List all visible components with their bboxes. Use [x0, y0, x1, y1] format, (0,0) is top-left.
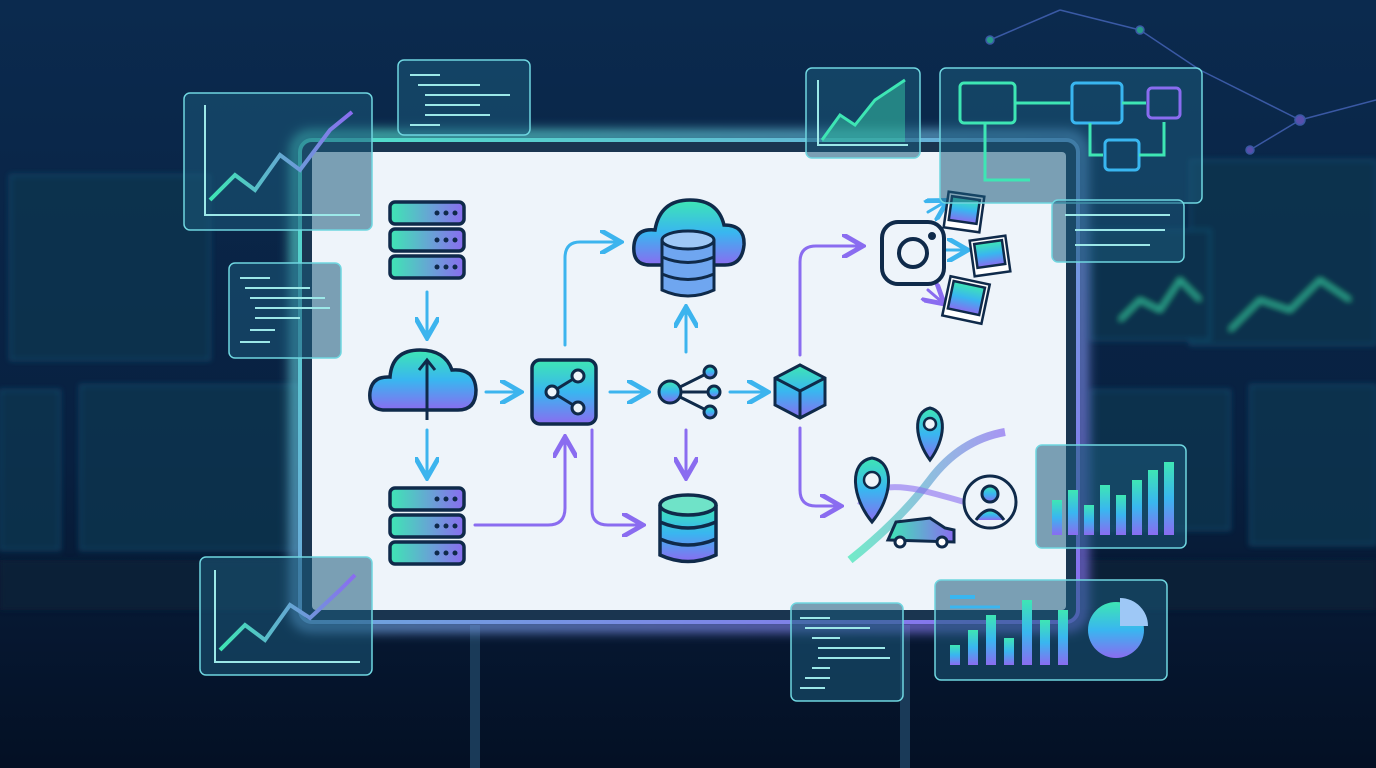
server-stack-icon: [388, 200, 466, 280]
bar-chart-panel: [1035, 444, 1187, 549]
database-icon: [658, 493, 718, 564]
line-chart-panel: [805, 67, 921, 159]
arrow: [590, 428, 640, 525]
board-glow: [291, 131, 1087, 631]
code-snippet-panel: [790, 602, 904, 702]
car-icon: [885, 516, 956, 549]
map-route: [847, 406, 1018, 564]
line-chart-panel: [183, 92, 373, 231]
line-chart-panel: [199, 556, 373, 676]
flow-arrows: [427, 202, 965, 525]
instagram-camera-icon: [880, 220, 946, 286]
map-pin-icon: [854, 456, 890, 525]
board-stand: [470, 625, 480, 768]
arrow: [798, 246, 860, 357]
code-snippet-panel: [228, 262, 342, 359]
code-snippet-panel: [397, 59, 531, 136]
code-snippet-panel: [1051, 199, 1185, 263]
cube-package-icon: [773, 363, 827, 420]
board-stand: [900, 625, 910, 768]
dashboard-panel: [934, 579, 1168, 681]
flowchart-panel: [939, 67, 1203, 204]
cloud-updown-icon: [368, 348, 478, 420]
server-stack-icon: [388, 486, 466, 566]
arrow: [563, 242, 618, 347]
user-avatar-icon: [962, 474, 1018, 530]
network-constellation: [985, 9, 1376, 155]
cloud-database-icon: [632, 198, 746, 298]
arrow: [473, 440, 565, 527]
network-hub-icon: [657, 364, 722, 420]
arrow: [798, 426, 838, 506]
share-nodes-icon: [530, 358, 598, 426]
